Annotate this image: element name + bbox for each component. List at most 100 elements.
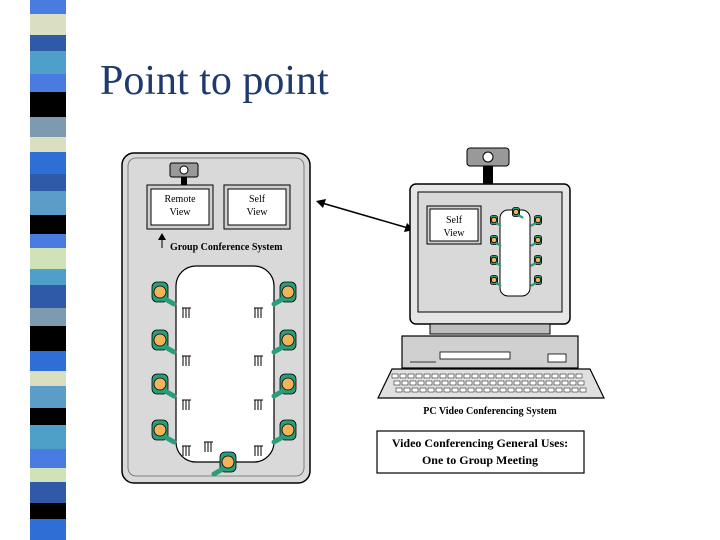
keyboard-key [457,380,465,386]
stripe-block [30,14,66,35]
stripe-block [30,425,66,449]
keyboard-key [515,387,523,393]
keyboard-key [551,373,559,379]
keyboard-key [491,387,499,393]
stripe-block [30,0,66,14]
keyboard-key [539,387,547,393]
keyboard-key [399,373,407,379]
keyboard-key [483,387,491,393]
keyboard-key [427,387,435,393]
keyboard-key [463,373,471,379]
stripe-block [30,408,66,425]
keyboard-key [459,387,467,393]
group-participants [151,281,297,477]
keyboard-key [559,373,567,379]
keyboard-key [575,373,583,379]
group-self-view-label-line1: Self [249,194,266,205]
microphone-icon [182,355,191,366]
keyboard-key [393,380,401,386]
keyboard-key [505,380,513,386]
pc-self-view-window: Self View [426,205,482,245]
camera-icon [169,162,199,185]
pc-keyboard [377,368,605,399]
group-system-label-text: Group Conference System [170,242,283,253]
participant-icon [271,373,297,399]
participant-icon [512,207,524,219]
microphone-icon [182,307,191,318]
keyboard-key [567,373,575,379]
group-microphones [182,307,263,456]
participant-icon [489,255,502,267]
stripe-block [30,174,66,191]
keyboard-key [503,373,511,379]
keyboard-key [521,380,529,386]
keyboard-key [431,373,439,379]
keyboard-key [547,387,555,393]
keyboard-key [563,387,571,393]
group-conference-system: Remote View Self View Group Conference S… [121,152,311,484]
keyboard-key [411,387,419,393]
keyboard-key [419,387,427,393]
general-uses-line2: One to Group Meeting [422,453,538,467]
pc-self-view-label-line1: Self [446,215,463,226]
keyboard-key [529,380,537,386]
stripe-block [30,51,66,74]
stripe-block [30,285,66,308]
keyboard-key [495,373,503,379]
stripe-block [30,234,66,248]
participant-icon [489,235,502,247]
keyboard-key [571,387,579,393]
participant-icon [530,215,543,227]
pc-remote-table [499,209,531,297]
stripe-block [30,449,66,468]
keyboard-key [423,373,431,379]
group-self-view-label-line2: View [246,207,268,218]
pc-self-view-label-line2: View [443,228,465,239]
stripe-block [30,74,66,92]
keyboard-key [507,387,515,393]
stripe-block [30,117,66,137]
keyboard-key [401,380,409,386]
keyboard-key [499,387,507,393]
participant-icon [530,275,543,287]
participant-icon [151,419,177,445]
participant-icon [530,255,543,267]
keyboard-key [523,387,531,393]
pc-monitor-stand [429,323,551,335]
pc-system-label: PC Video Conferencing System [423,406,557,417]
keyboard-key [531,387,539,393]
keyboard-key [415,373,423,379]
keyboard-key [409,380,417,386]
stripe-block [30,152,66,174]
keyboard-key [479,373,487,379]
keyboard-key [407,373,415,379]
keyboard-key [569,380,577,386]
keyboard-key [553,380,561,386]
pc-video-conferencing-system: Self View PC Video Conferencing System [377,147,605,417]
keyboard-key [455,373,463,379]
keyboard-key [481,380,489,386]
microphone-icon [254,355,263,366]
keyboard-key [537,380,545,386]
two-way-connection-arrow [316,199,414,232]
stripe-block [30,215,66,234]
remote-view-label-line2: View [169,207,191,218]
keyboard-key [545,380,553,386]
keyboard-key [473,380,481,386]
stripe-block [30,269,66,285]
keyboard-key [451,387,459,393]
keyboard-key [417,380,425,386]
general-uses-box: Video Conferencing General Uses: One to … [376,430,585,474]
pc-computer-case [401,335,579,369]
stripe-block [30,326,66,351]
participant-icon [151,281,177,307]
participant-icon [151,329,177,355]
stripe-block [30,503,66,519]
keyboard-key [395,387,403,393]
slide-title: Point to point [100,58,329,104]
participant-icon [211,451,237,477]
microphone-icon [182,445,191,456]
group-system-label: Group Conference System [158,233,283,253]
keyboard-key [425,380,433,386]
